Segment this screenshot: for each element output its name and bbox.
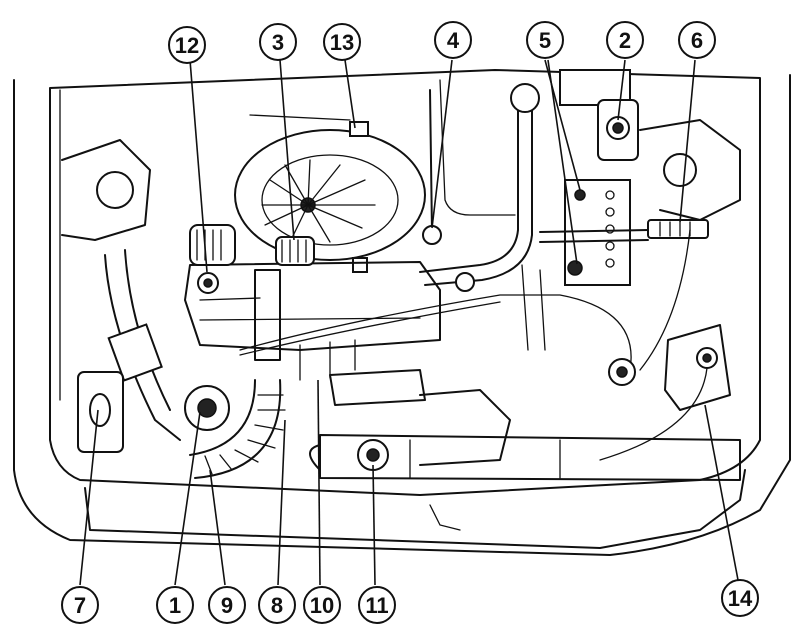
callout-8-label: 8 (271, 593, 283, 618)
callout-3: 3 (259, 23, 297, 61)
callout-8: 8 (258, 586, 296, 624)
air-cleaner (234, 121, 426, 273)
brake-master-cylinder (559, 69, 639, 161)
callout-14: 14 (721, 579, 759, 617)
battery-cables (104, 249, 181, 441)
oil-filler-cap (184, 385, 230, 431)
connector-6 (539, 219, 709, 243)
callout-6: 6 (678, 21, 716, 59)
callout-4: 4 (434, 21, 472, 59)
heater-hose (419, 83, 540, 286)
callout-2-label: 2 (619, 28, 631, 53)
callout-5-label: 5 (539, 28, 551, 53)
callout-7-label: 7 (74, 593, 86, 618)
callout-3-label: 3 (272, 30, 284, 55)
callout-13: 13 (323, 23, 361, 61)
callout-4-label: 4 (447, 28, 460, 53)
callout-6-label: 6 (691, 28, 703, 53)
alternator (189, 224, 236, 294)
wiring-harness (239, 229, 691, 386)
callout-10: 10 (303, 586, 341, 624)
distributor (275, 236, 315, 266)
callout-1: 1 (156, 586, 194, 624)
callout-1-label: 1 (169, 593, 181, 618)
engine-block (184, 261, 511, 466)
callout-7: 7 (61, 586, 99, 624)
callout-12-label: 12 (175, 33, 199, 58)
radiator (309, 434, 741, 481)
misc-hoses (249, 79, 516, 531)
callout-11: 11 (358, 586, 396, 624)
callout-9: 9 (208, 586, 246, 624)
callout-11-label: 11 (365, 593, 388, 618)
callout-14-label: 14 (728, 586, 753, 611)
air-intake-hose (189, 379, 286, 479)
callout-2: 2 (606, 21, 644, 59)
left-strut-tower (61, 139, 151, 241)
washer-reservoir (77, 371, 124, 453)
right-strut-tower (639, 119, 741, 221)
leader-lines (79, 59, 739, 586)
callout-13-label: 13 (330, 30, 354, 55)
callout-5: 5 (526, 21, 564, 59)
callout-9-label: 9 (221, 593, 233, 618)
battery-box (599, 324, 731, 461)
callout-12: 12 (168, 26, 206, 64)
relay-block (564, 179, 631, 286)
callout-10-label: 10 (310, 593, 334, 618)
